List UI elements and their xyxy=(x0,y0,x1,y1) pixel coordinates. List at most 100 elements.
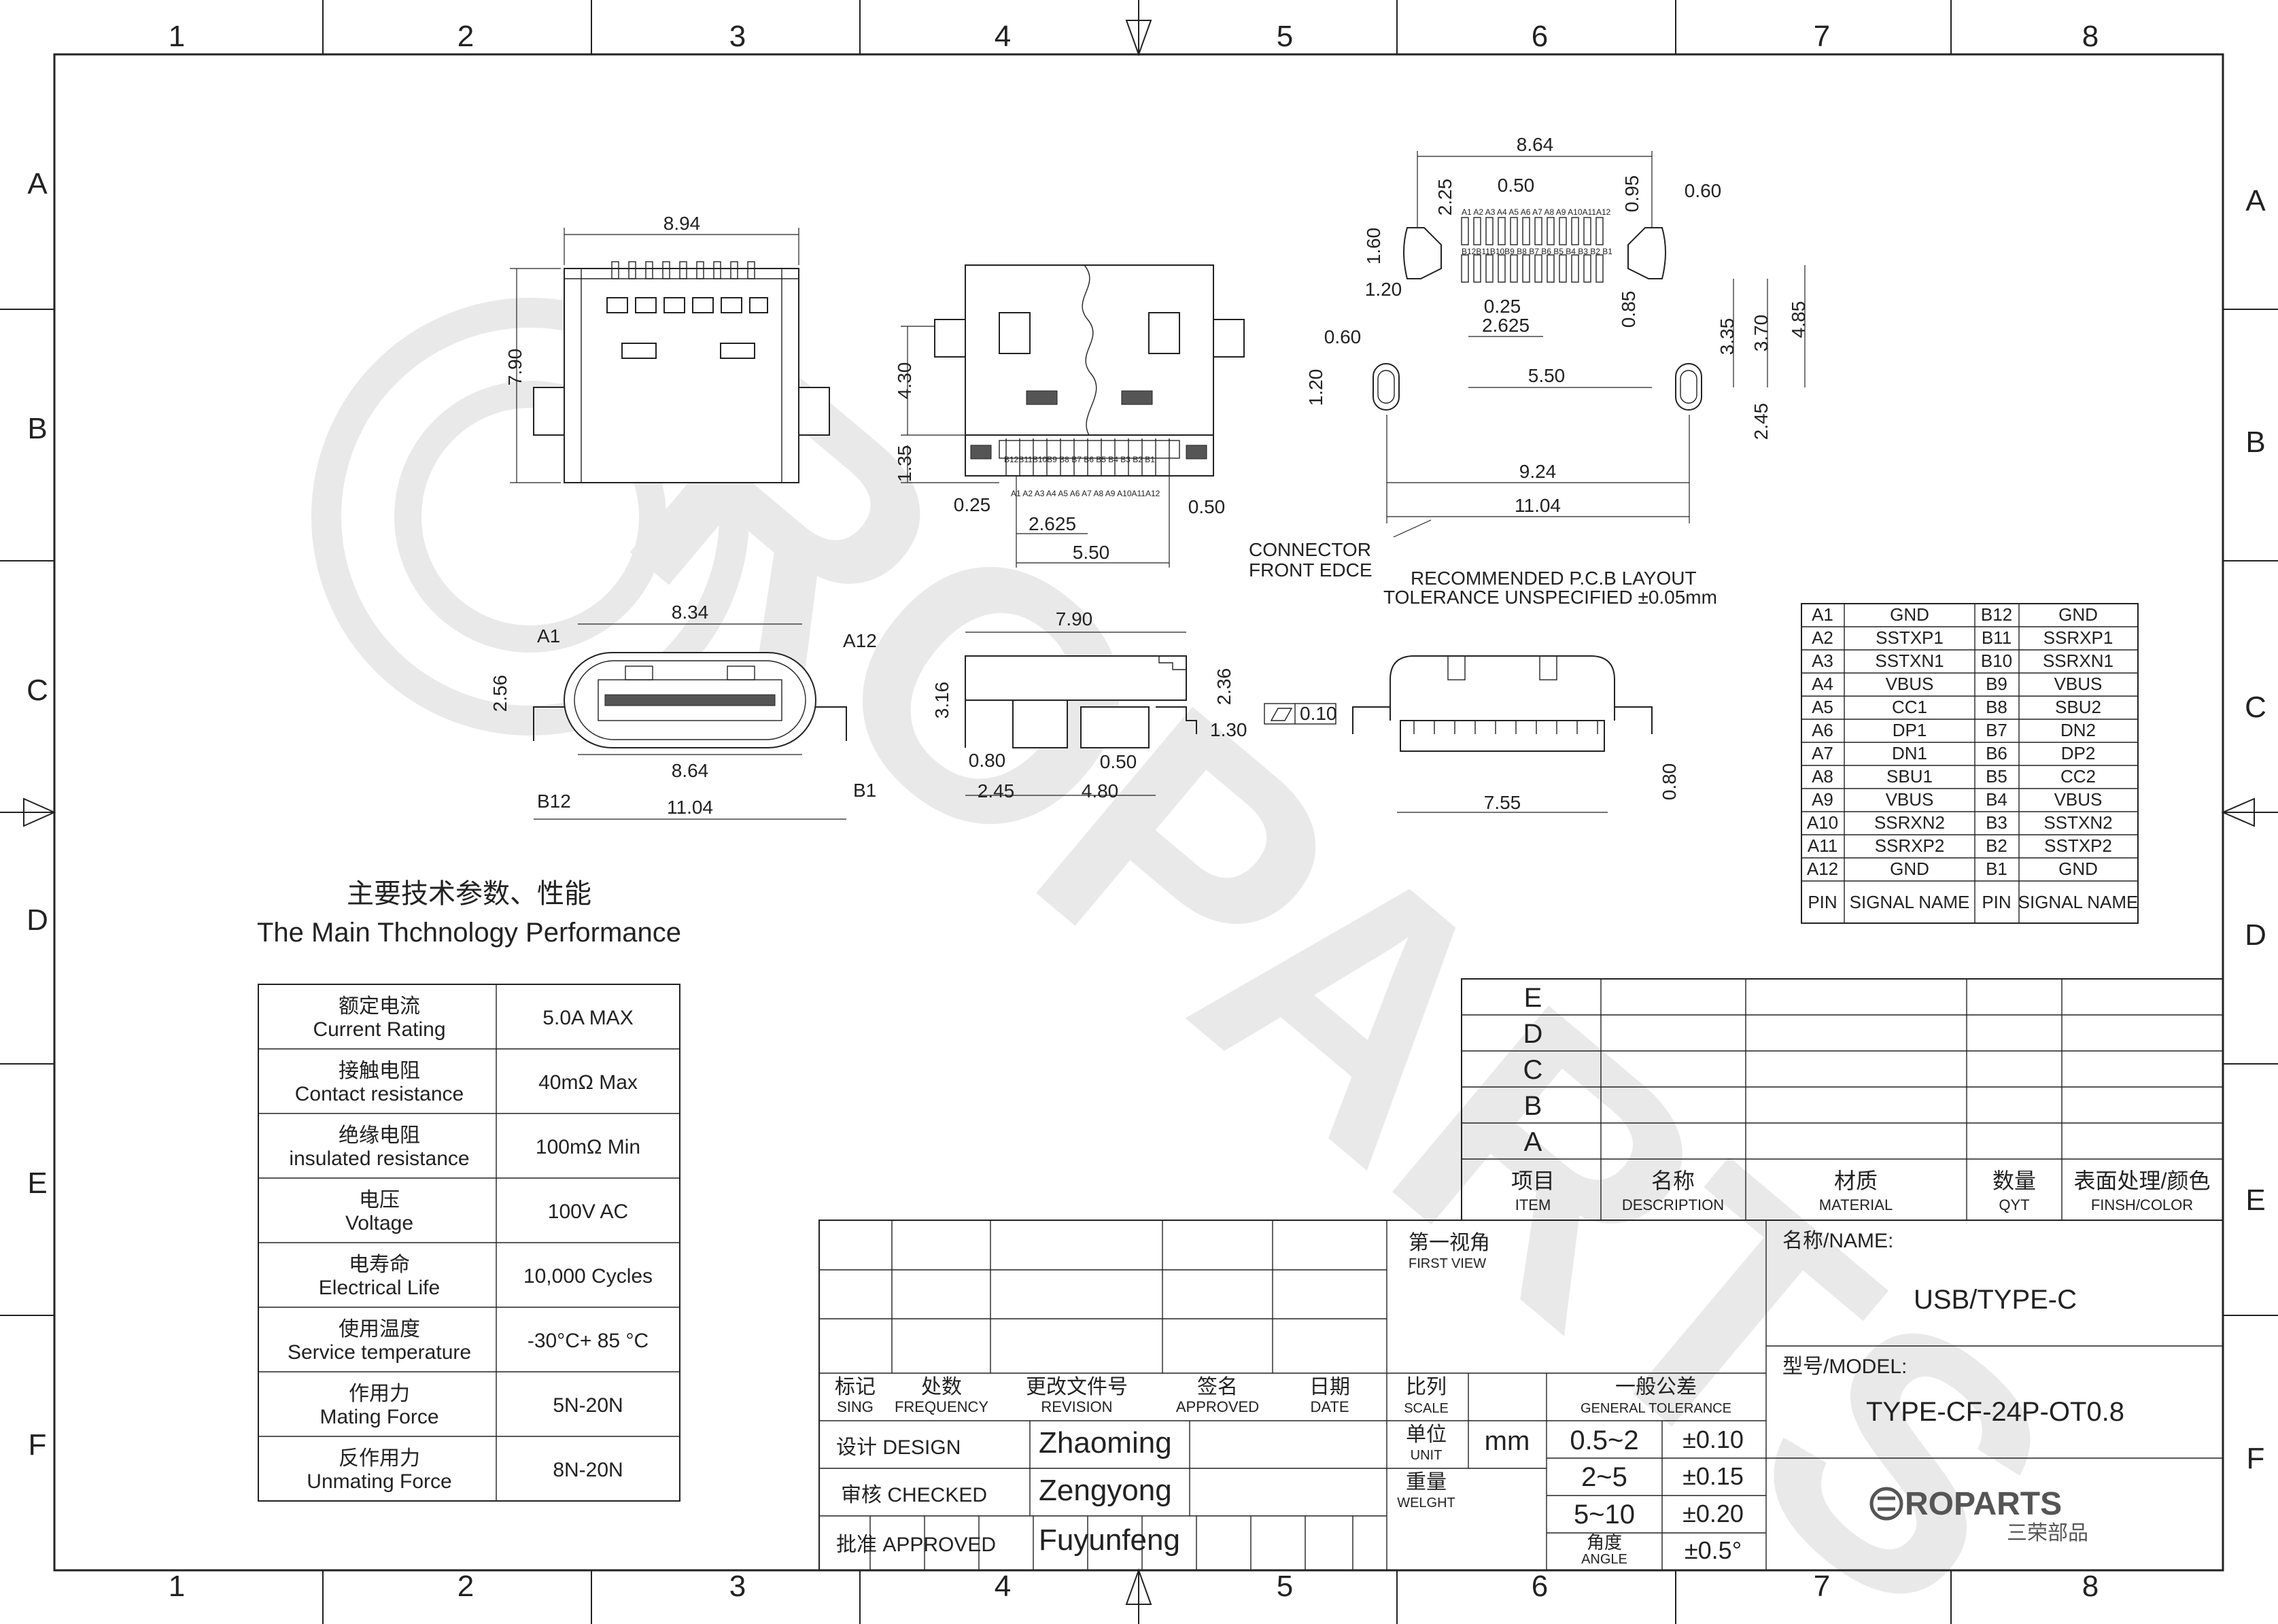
dim-end-864: 8.64 xyxy=(672,760,709,781)
zone-row-f-left: F xyxy=(29,1428,47,1462)
pin-table-row: B9 xyxy=(1986,674,2007,694)
pin-table-row: SSRXN2 xyxy=(1874,812,1945,833)
pin-table-row: GND xyxy=(1890,859,1929,879)
perf-row-en: Unmating Force xyxy=(307,1470,451,1493)
name-label: 名称/NAME: xyxy=(1782,1230,1893,1252)
pcb-connector-label-1: CONNECTOR xyxy=(1249,539,1371,560)
watermark: ROPARTS xyxy=(311,292,2121,1624)
unit-cn: 单位 xyxy=(1406,1423,1447,1446)
pcb-layout-view: A1 A2 A3 A4 A5 A6 A7 A8 A9 A10A11A12 B12… xyxy=(1249,134,1809,608)
perf-row-value: 5.0A MAX xyxy=(542,1007,633,1029)
dim-pcb-864: 8.64 xyxy=(1517,134,1554,155)
zone-col-6-bottom: 6 xyxy=(1532,1570,1548,1603)
pin-table-row: SSRXN1 xyxy=(2043,651,2113,671)
pin-table-row: A10 xyxy=(1807,812,1838,833)
zone-row-f-right: F xyxy=(2247,1442,2265,1475)
zone-col-1-top: 1 xyxy=(169,20,185,53)
rear-flatness: 0.10 xyxy=(1300,703,1337,724)
dim-pcb-160: 1.60 xyxy=(1363,228,1384,265)
angle-cn: 角度 xyxy=(1587,1532,1622,1553)
zone-col-2-top: 2 xyxy=(458,20,474,53)
pin-table-row: DP1 xyxy=(1893,720,1927,740)
pin-table-row: SSTXP1 xyxy=(1876,627,1944,648)
zone-col-8-top: 8 xyxy=(2082,20,2099,53)
pcb-pins-bottom: B12B11B10B9 B8 B7 B6 B5 B4 B3 B2 B1 xyxy=(1462,247,1612,256)
rev-header-cn: 更改文件号 xyxy=(1026,1376,1128,1398)
pin-table-row: A5 xyxy=(1812,697,1833,717)
model-label: 型号/MODEL: xyxy=(1782,1355,1907,1378)
weight-en: WELGHT xyxy=(1397,1496,1455,1510)
pin-table-row: SSRXP2 xyxy=(1875,835,1945,856)
pin-table-row: SBU2 xyxy=(2055,697,2101,717)
checked-label: 审核 CHECKED xyxy=(841,1484,987,1506)
pin-table-row: SSTXP2 xyxy=(2044,835,2112,856)
pin-table-row: VBUS xyxy=(2054,674,2103,694)
end-label-a12: A12 xyxy=(843,630,877,651)
zone-col-5-bottom: 5 xyxy=(1277,1570,1293,1603)
pin-table-row: SSTXN2 xyxy=(2043,812,2112,833)
performance-title-cn: 主要技术参数、性能 xyxy=(347,879,591,909)
perf-row-value: 100V AC xyxy=(548,1200,628,1223)
bom-row-label: D xyxy=(1523,1019,1543,1049)
perf-row-value: 8N-20N xyxy=(553,1459,623,1481)
zone-col-2-bottom: 2 xyxy=(458,1570,474,1603)
dim-front-050: 0.50 xyxy=(1188,496,1226,517)
tolerance-range: 5~10 xyxy=(1574,1500,1635,1530)
dim-pcb-060b: 0.60 xyxy=(1324,326,1362,347)
performance-section: 主要技术参数、性能 The Main Thchnology Performanc… xyxy=(257,879,681,1502)
dim-side-480: 4.80 xyxy=(1082,780,1119,801)
dim-side-245: 2.45 xyxy=(978,780,1015,801)
pin-table-row: A3 xyxy=(1812,651,1833,671)
bom-header-en: FINSH/COLOR xyxy=(2091,1196,2193,1213)
dim-pcb-485: 4.85 xyxy=(1788,301,1809,339)
pin-table-header: SIGNAL NAME xyxy=(2018,892,2139,912)
pin-table-row: VBUS xyxy=(1886,789,1934,810)
first-view-cn: 第一视角 xyxy=(1409,1232,1490,1254)
rev-header-cn: 标记 xyxy=(835,1376,876,1398)
rev-header-cn: 日期 xyxy=(1309,1376,1350,1398)
perf-row-value: 100mΩ Min xyxy=(536,1136,640,1158)
pin-table-row: VBUS xyxy=(2054,789,2103,810)
zone-row-a-left: A xyxy=(27,167,48,201)
pin-table-row: B7 xyxy=(1986,720,2007,740)
end-label-b1: B1 xyxy=(853,780,876,801)
pin-table-row: B5 xyxy=(1986,766,2007,787)
pin-table-row: A7 xyxy=(1812,743,1833,763)
dim-pcb-245: 2.45 xyxy=(1750,403,1772,440)
pcb-recommended-label: RECOMMENDED P.C.B LAYOUT xyxy=(1411,568,1697,589)
perf-row-en: Current Rating xyxy=(313,1018,445,1041)
dim-pcb-2625: 2.625 xyxy=(1482,315,1530,336)
pin-table-row: DP2 xyxy=(2061,743,2096,763)
dim-end-1104: 11.04 xyxy=(667,797,713,818)
tolerance-cn: 一般公差 xyxy=(1615,1376,1697,1398)
dim-pcb-1104: 11.04 xyxy=(1515,495,1561,516)
zone-row-e-left: E xyxy=(27,1167,47,1200)
pcb-connector-label-2: FRONT EDCE xyxy=(1249,559,1373,581)
dim-height-790: 7.90 xyxy=(504,349,525,386)
pin-table-row: GND xyxy=(2058,859,2098,879)
dim-pcb-060: 0.60 xyxy=(1685,180,1722,201)
rear-view: 0.10 7.55 0.80 xyxy=(1264,655,1680,813)
end-label-a1: A1 xyxy=(537,625,560,646)
pin-table-row: B3 xyxy=(1986,812,2007,833)
perf-row-en: Electrical Life xyxy=(319,1277,440,1299)
zone-col-8-bottom: 8 xyxy=(2082,1570,2099,1603)
zone-col-4-top: 4 xyxy=(995,20,1011,53)
perf-row-cn: 作用力 xyxy=(349,1383,410,1405)
pin-table-header: SIGNAL NAME xyxy=(1850,892,1970,912)
pin-table-row: GND xyxy=(2058,604,2098,625)
pin-table-row: DN2 xyxy=(2060,720,2096,740)
angle-en: ANGLE xyxy=(1581,1552,1627,1567)
rev-header-en: APPROVED xyxy=(1176,1398,1259,1415)
tolerance-en: GENERAL TOLERANCE xyxy=(1581,1401,1731,1416)
pin-table-row: CC1 xyxy=(1892,697,1927,717)
rev-header-en: SING xyxy=(837,1398,874,1415)
tolerance-value: ±0.15 xyxy=(1682,1462,1744,1490)
zone-row-d-right: D xyxy=(2245,918,2266,952)
front-pins-top: B12B11B10B9 B8 B7 B6 B5 B4 B3 B2 B1 xyxy=(1004,455,1155,464)
pin-table-row: A1 xyxy=(1812,604,1833,625)
pin-table-row: B8 xyxy=(1986,697,2007,717)
